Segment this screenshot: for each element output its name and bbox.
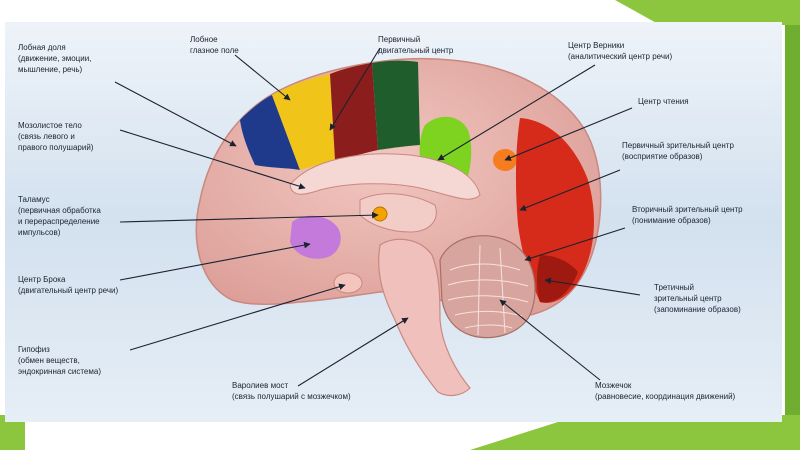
label-primary-visual: Первичный зрительный центр (восприятие о… <box>622 141 736 161</box>
label-reading-center: Центр чтения <box>638 97 689 106</box>
inner-structure <box>359 193 437 233</box>
corner-decoration-bottom <box>470 415 800 450</box>
primary-motor-region-green <box>372 60 420 150</box>
corner-decoration-left <box>0 415 25 450</box>
label-secondary-visual: Вторичный зрительный центр (понимание об… <box>632 205 745 225</box>
frontal-lobe-region <box>240 95 300 170</box>
label-cerebellum: Мозжечок (равновесие, координация движен… <box>595 381 736 401</box>
pituitary <box>333 272 363 294</box>
cerebellum <box>439 235 536 339</box>
brain-stem <box>378 238 471 397</box>
brain-illustration <box>195 58 602 397</box>
label-frontal-lobe: Лобная доля (движение, эмоции, мышление,… <box>18 43 94 74</box>
primary-motor-region-red <box>330 63 378 160</box>
corpus-callosum <box>289 153 481 200</box>
label-wernicke: Центр Верники (аналитический центр речи) <box>568 41 672 61</box>
label-corpus-callosum: Мозолистое тело (связь левого и правого … <box>18 121 94 152</box>
label-broca: Центр Брока (двигательный центр речи) <box>18 275 118 295</box>
label-frontal-eye-field: Лобное глазное поле <box>190 35 239 55</box>
thalamus <box>372 206 388 222</box>
label-pituitary: Гипофиз (обмен веществ, эндокринная сист… <box>18 345 101 376</box>
broca-region <box>290 215 341 259</box>
pointer-arrows <box>114 47 641 387</box>
tertiary-visual-region <box>537 255 578 303</box>
cerebellum-folds <box>447 244 529 336</box>
corner-decoration-top <box>615 0 800 25</box>
label-pons: Варолиев мост (связь полушарий с мозжечк… <box>232 381 351 401</box>
label-primary-motor: Первичный двигательный центр <box>378 35 454 55</box>
corner-decoration-right <box>785 25 800 450</box>
label-thalamus: Таламус (первичная обработка и перераспр… <box>18 195 103 237</box>
label-tertiary-visual: Третичный зрительный центр (запоминание … <box>654 283 741 314</box>
